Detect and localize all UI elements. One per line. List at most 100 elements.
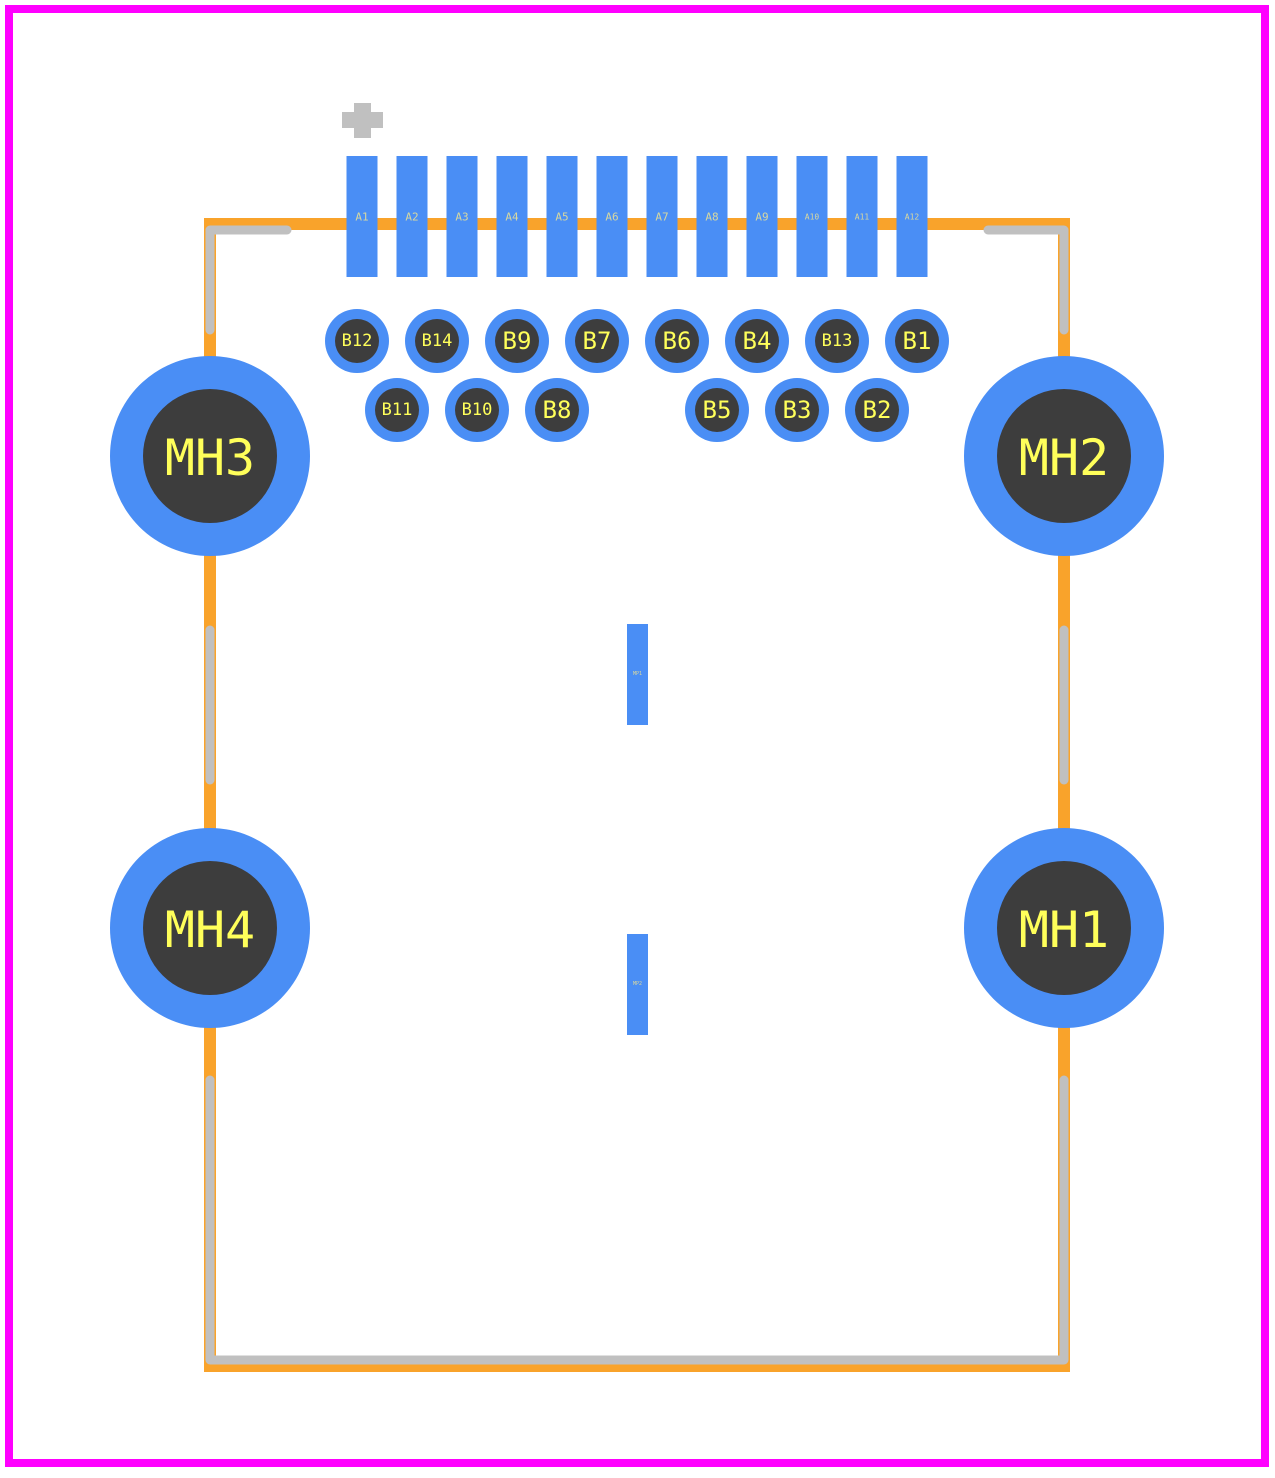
smd-pad-a5: A5	[546, 156, 578, 277]
pth-pad-label: B1	[903, 327, 932, 355]
smd-pad-label: A7	[655, 211, 668, 224]
smd-pad-shape	[846, 156, 878, 277]
pth-pad-drill	[735, 319, 779, 363]
smd-pad-shape	[496, 156, 528, 277]
pth-pad-drill	[655, 319, 699, 363]
smd-pad-shape	[446, 156, 478, 277]
pth-pad-label: B8	[543, 396, 572, 424]
smd-pad-shape	[596, 156, 628, 277]
middle-pad-mp2: MP2	[627, 934, 648, 1035]
pth-pad-label: B9	[503, 327, 532, 355]
smd-pad-a9: A9	[746, 156, 778, 277]
smd-pad-shape	[696, 156, 728, 277]
smd-pad-a1: A1	[346, 156, 378, 277]
smd-pad-label: A3	[455, 211, 468, 224]
middle-pad-mp1: MP1	[627, 624, 648, 725]
pth-pad-drill	[335, 319, 379, 363]
smd-pad-a6: A6	[596, 156, 628, 277]
mounting-hole-label: MH2	[1019, 429, 1109, 487]
pth-pad-b9: B9	[485, 309, 549, 373]
mounting-hole-label: MH3	[165, 429, 255, 487]
pth-pad-drill	[415, 319, 459, 363]
pth-pad-b6: B6	[645, 309, 709, 373]
pth-pad-drill	[455, 388, 499, 432]
smd-pad-a11: A11	[846, 156, 878, 277]
smd-pad-label: A5	[555, 211, 568, 224]
smd-pad-a8: A8	[696, 156, 728, 277]
smd-pad-label: A8	[705, 211, 718, 224]
board-outline	[5, 5, 1269, 1467]
pth-pad-drill	[575, 319, 619, 363]
pth-pad-b11: B11	[365, 378, 429, 442]
pth-pad-drill	[495, 319, 539, 363]
mounting-hole-drill	[143, 861, 277, 995]
smd-pad-a12: A12	[896, 156, 928, 277]
smd-pad-group: A1 A2 A3 A4 A5 A6 A7 A8 A9 A10 A11 A12	[346, 156, 928, 277]
pth-pad-drill	[855, 388, 899, 432]
smd-pad-shape	[346, 156, 378, 277]
smd-pad-shape	[896, 156, 928, 277]
courtyard-outline	[204, 218, 1070, 1372]
pth-pad-label: B13	[822, 331, 853, 351]
pth-pad-b5: B5	[685, 378, 749, 442]
pth-pad-label: B7	[583, 327, 612, 355]
smd-pad-a10: A10	[796, 156, 828, 277]
smd-pad-a4: A4	[496, 156, 528, 277]
middle-pad-shape	[627, 624, 648, 725]
smd-pad-label: A11	[855, 213, 870, 222]
pth-pad-label: B6	[663, 327, 692, 355]
smd-pad-a7: A7	[646, 156, 678, 277]
pth-pad-b3: B3	[765, 378, 829, 442]
pth-pad-b12: B12	[325, 309, 389, 373]
smd-pad-label: A9	[755, 211, 768, 224]
smd-pad-label: A4	[505, 211, 519, 224]
smd-pad-label: A1	[355, 211, 368, 224]
pth-pad-label: B3	[783, 396, 812, 424]
smd-pad-label: A6	[605, 211, 618, 224]
smd-pad-label: A10	[805, 213, 820, 222]
mounting-hole-label: MH4	[165, 901, 255, 959]
mounting-hole-mh3: MH3	[110, 356, 310, 556]
smd-pad-label: A2	[405, 211, 418, 224]
pth-pad-drill	[375, 388, 419, 432]
mounting-hole-drill	[997, 861, 1131, 995]
pth-pad-b14: B14	[405, 309, 469, 373]
mounting-hole-label: MH1	[1019, 901, 1109, 959]
pth-pad-label: B14	[422, 331, 453, 351]
pth-pad-label: B11	[382, 400, 413, 420]
mounting-hole-drill	[997, 389, 1131, 523]
silkscreen-outline	[205, 225, 1069, 1365]
middle-pad-label: MP2	[633, 981, 642, 987]
mounting-hole-mh1: MH1	[964, 828, 1164, 1028]
pth-pad-label: B12	[342, 331, 373, 351]
smd-pad-shape	[546, 156, 578, 277]
pth-pad-label: B2	[863, 396, 892, 424]
pth-pad-drill	[535, 388, 579, 432]
pin1-marker-icon	[342, 103, 383, 138]
pth-pad-drill	[695, 388, 739, 432]
pth-pad-b1: B1	[885, 309, 949, 373]
pth-pad-b13: B13	[805, 309, 869, 373]
pth-pad-b8: B8	[525, 378, 589, 442]
smd-pad-a3: A3	[446, 156, 478, 277]
pth-pad-drill	[815, 319, 859, 363]
mounting-hole-mh4: MH4	[110, 828, 310, 1028]
mounting-hole-mh2: MH2	[964, 356, 1164, 556]
smd-pad-shape	[646, 156, 678, 277]
pth-pad-drill	[775, 388, 819, 432]
pth-pad-b7: B7	[565, 309, 629, 373]
smd-pad-label: A12	[905, 213, 920, 222]
pth-pad-label: B4	[743, 327, 772, 355]
smd-pad-a2: A2	[396, 156, 428, 277]
smd-pad-shape	[396, 156, 428, 277]
pth-pad-drill	[895, 319, 939, 363]
pth-pad-b10: B10	[445, 378, 509, 442]
pth-pad-label: B10	[462, 400, 493, 420]
middle-pad-label: MP1	[633, 671, 642, 677]
mounting-hole-drill	[143, 389, 277, 523]
